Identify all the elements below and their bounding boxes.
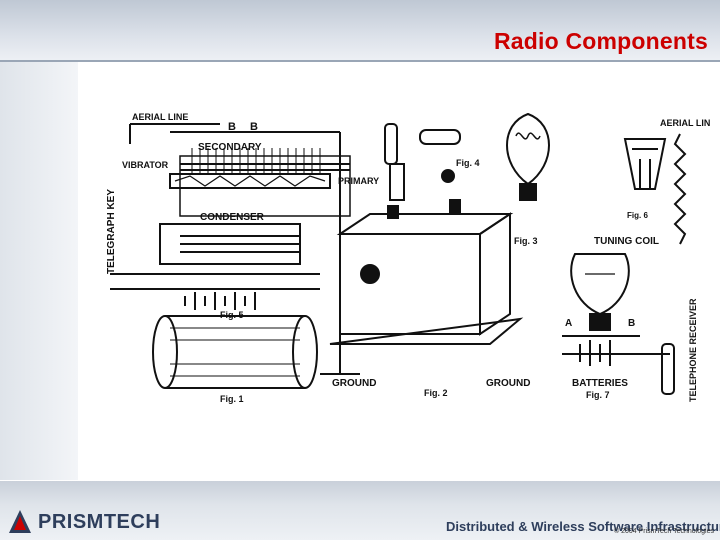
footer-tagline: Distributed & Wireless Software Infrastr…: [446, 519, 720, 534]
ground-mid-label: GROUND: [486, 378, 530, 389]
fig2-label: Fig. 2: [424, 388, 448, 398]
prismtech-logo: PRISMTECH: [8, 508, 160, 536]
fig5-label: Fig. 5: [220, 310, 244, 320]
fig6-label: Fig. 6: [627, 211, 648, 220]
vibrator-bars: [191, 148, 321, 174]
primary-label: PRIMARY: [338, 176, 379, 186]
fig2-coil-box: [329, 199, 524, 345]
tuning-coil-label: TUNING COIL: [594, 236, 659, 247]
a-terminal-label: A: [565, 318, 572, 329]
logo-text: PRISMTECH: [38, 510, 161, 533]
fig3-bulb: [506, 112, 550, 201]
fig6-tuning-bulb: [623, 133, 687, 245]
secondary-label: SECONDARY: [198, 142, 262, 153]
fig7-label: Fig. 7: [586, 390, 610, 400]
b-terminal-right-label: B: [250, 121, 258, 133]
slide-title: Radio Components: [493, 28, 708, 54]
ground-left-label: GROUND: [332, 378, 376, 389]
aerial-line-label: AERIAL LINE: [132, 112, 188, 122]
footer-band: [0, 481, 720, 540]
telephone-receiver-label: TELEPHONE RECEIVER: [688, 298, 698, 402]
b-terminal-label: B: [628, 318, 635, 329]
fig5-transmitter-circuit: [110, 123, 360, 375]
condenser-label: CONDENSER: [200, 212, 265, 223]
fig1-label: Fig. 1: [220, 394, 244, 404]
fig4-switch: [384, 123, 461, 201]
telegraph-key-label: TELEGRAPH KEY: [106, 189, 117, 274]
fig7-receiver-circuit: [562, 253, 675, 395]
left-side-band: [0, 62, 78, 480]
radio-components-illustration: AERIAL LINE B B SECONDARY VIBRATOR TELEG…: [106, 112, 710, 404]
fig1-cylinder: [152, 315, 318, 389]
header-band: [0, 0, 720, 62]
vibrator-label: VIBRATOR: [122, 160, 169, 170]
b-terminal-left-label: B: [228, 121, 236, 133]
footer-copyright: © 2004 PrismTech Technologies: [614, 528, 714, 535]
fig4-label: Fig. 4: [456, 158, 480, 168]
fig3-label: Fig. 3: [514, 236, 538, 246]
aerial-line-right-label: AERIAL LINE: [660, 118, 710, 128]
batteries-label: BATTERIES: [572, 378, 628, 389]
prism-logo-icon: [9, 510, 31, 533]
